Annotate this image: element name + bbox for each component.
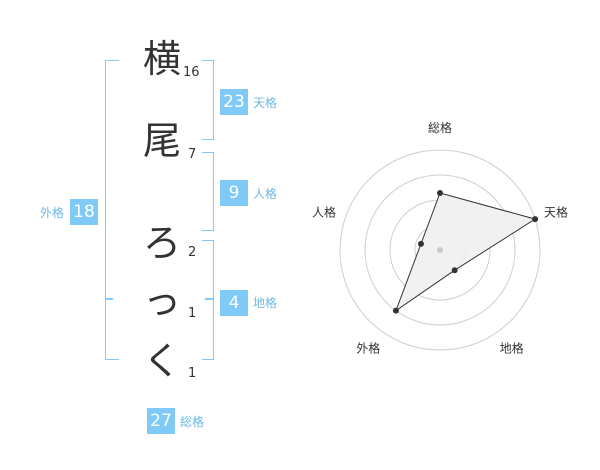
sou-label: 総格 [180, 415, 205, 429]
radar-center-dot [437, 247, 443, 253]
radar-axis-label-4: 外格 [356, 341, 380, 356]
radar-point-3 [451, 267, 458, 274]
radar-axis-label-5: 人格 [312, 204, 336, 219]
chi-bracket-tick [205, 298, 213, 300]
chi-bracket [202, 240, 214, 360]
name-char-2: 尾 [143, 119, 182, 163]
jin-value-badge: 9 [220, 180, 248, 206]
ten-value-badge: 23 [220, 89, 248, 115]
ten-bracket [202, 60, 214, 140]
stroke-count-2: 7 [188, 147, 197, 162]
gai-value-badge: 18 [70, 199, 98, 225]
name-char-4: っ [143, 279, 182, 323]
radar-ring-3 [364, 174, 516, 326]
radar-point-5 [417, 240, 424, 247]
name-char-3: ろ [143, 221, 182, 265]
chi-label: 地格 [253, 296, 278, 310]
stroke-count-1: 16 [183, 65, 200, 80]
radar-axis-label-1: 総格 [428, 120, 452, 135]
outer-bracket-tick [105, 298, 113, 300]
chi-value-badge: 4 [220, 290, 248, 316]
radar-point-1 [437, 190, 443, 196]
radar-point-4 [392, 307, 399, 314]
stroke-count-4: 1 [188, 306, 197, 321]
jin-label: 人格 [253, 187, 278, 201]
name-char-1: 横 [143, 37, 182, 81]
sou-value-badge: 27 [147, 408, 175, 434]
jin-bracket [202, 152, 214, 231]
stroke-count-3: 2 [188, 245, 197, 260]
ten-label: 天格 [253, 96, 278, 110]
radar-ring-4 [339, 149, 541, 351]
radar-value-polygon [394, 192, 537, 312]
outer-bracket [105, 60, 119, 360]
name-char-5: く [143, 339, 182, 383]
radar-axis-label-2: 天格 [544, 204, 568, 219]
stroke-count-5: 1 [188, 366, 197, 381]
gai-label: 外格 [40, 206, 65, 220]
radar-point-2 [532, 216, 539, 223]
radar-axis-label-3: 地格 [500, 341, 524, 356]
